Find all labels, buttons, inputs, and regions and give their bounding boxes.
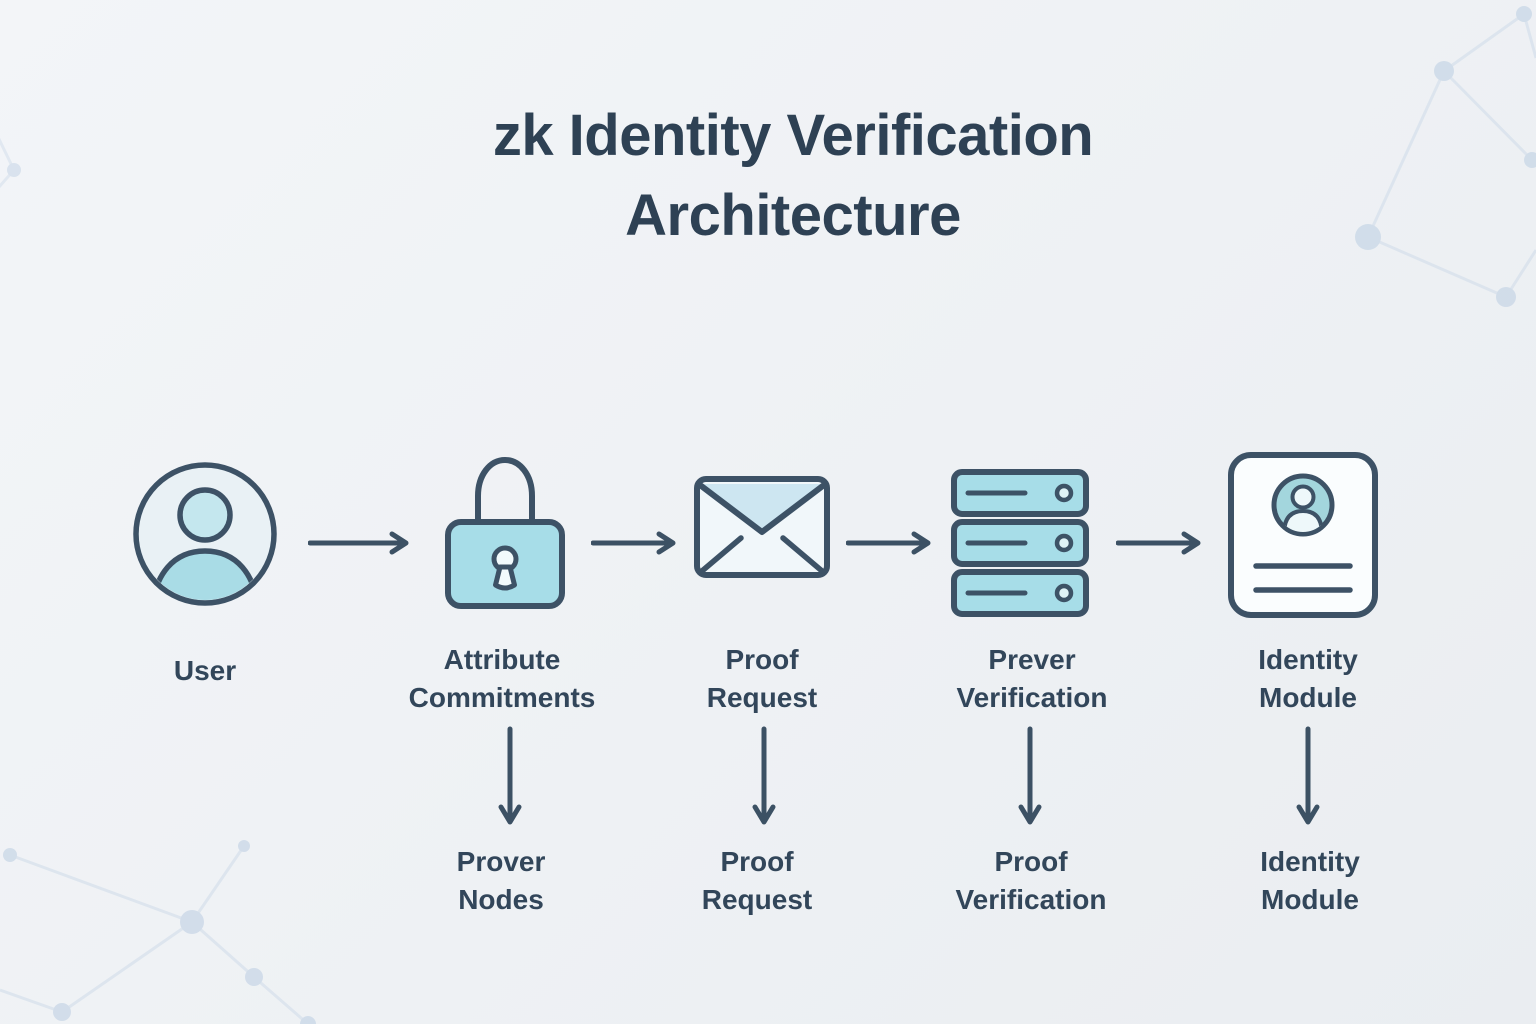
sub-label-identity-module: Identity Module	[1260, 846, 1360, 915]
network-decoration-bottom-left	[0, 840, 316, 1024]
id-card-icon	[1228, 452, 1378, 618]
sub-label-proof-request: Proof Request	[701, 846, 813, 915]
server-stack-icon	[951, 469, 1089, 617]
down-arrow-3	[1018, 726, 1042, 825]
node-label-identity-module: Identity Module	[1258, 644, 1358, 713]
node-label-user: User	[173, 655, 237, 686]
node-label-attribute-commitments: Attribute Commitments	[408, 644, 596, 713]
padlock-icon	[445, 456, 565, 609]
network-decoration-top-right	[1355, 6, 1536, 307]
user-icon	[133, 462, 277, 606]
page-title: zk Identity Verification Architecture	[492, 96, 1094, 256]
title-line-2: Architecture	[625, 183, 961, 248]
node-label-prever-verification: Prever Verification	[956, 644, 1108, 713]
flow-arrow-1	[308, 531, 409, 555]
node-label-proof-request: Proof Request	[706, 644, 818, 713]
down-arrow-1	[498, 726, 522, 825]
title-line-1: zk Identity Verification	[492, 103, 1094, 168]
flow-arrow-4	[1116, 531, 1201, 555]
sub-label-prover-nodes: Prover Nodes	[456, 846, 546, 915]
down-arrow-2	[752, 726, 776, 825]
flow-arrow-3	[846, 531, 931, 555]
flow-arrow-2	[591, 531, 676, 555]
envelope-icon	[694, 476, 830, 578]
sub-label-proof-verification: Proof Verification	[955, 846, 1107, 915]
network-decoration-top-left	[0, 137, 21, 189]
down-arrow-4	[1296, 726, 1320, 825]
